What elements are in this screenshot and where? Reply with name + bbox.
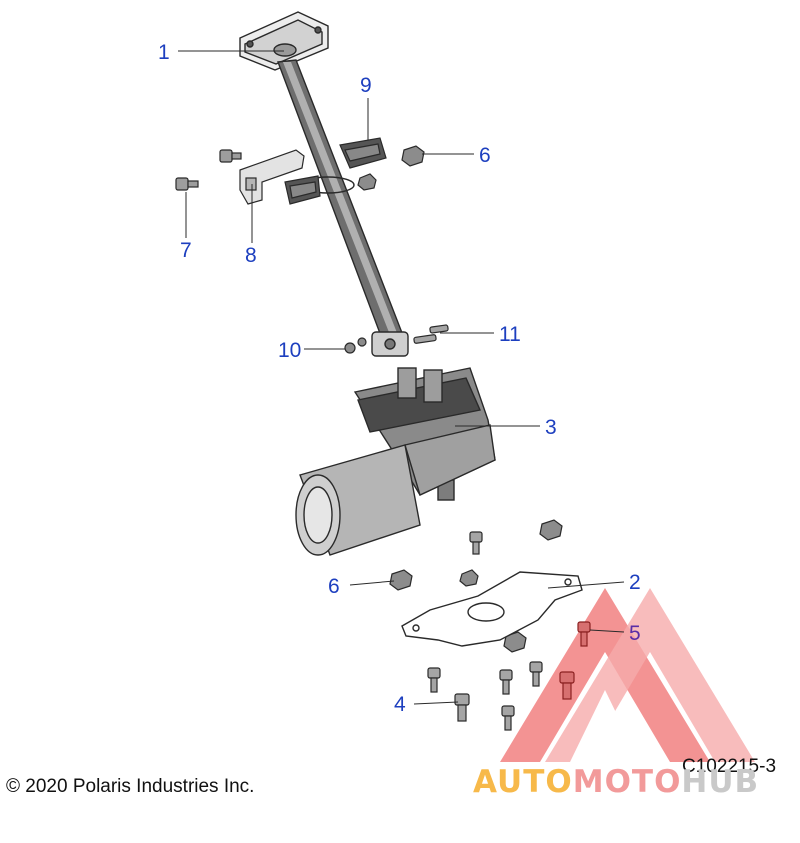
top-mount-plate [239, 11, 329, 71]
callout-10: 10 [278, 339, 301, 362]
bushing-9 [284, 137, 387, 205]
bolts-5 [559, 621, 591, 700]
callout-4: 4 [394, 693, 406, 716]
callout-6-lower: 6 [328, 575, 340, 598]
watermark-text: AUTOMOTOHUB [473, 764, 759, 800]
steering-column [277, 59, 409, 357]
bolts-4 [427, 531, 543, 731]
bolt-11 [413, 324, 449, 344]
bolt-upper [219, 149, 242, 163]
callout-labels: 1 9 6 7 8 10 11 3 6 2 5 4 [158, 41, 641, 716]
gasket-plate-2 [401, 571, 583, 647]
figure-code: C102215-3 [682, 756, 777, 777]
callout-11: 11 [499, 323, 521, 346]
callout-2: 2 [629, 571, 641, 594]
callout-1: 1 [158, 41, 170, 64]
watermark-part-auto: AUTO [473, 764, 573, 800]
callout-7: 7 [180, 239, 192, 262]
callout-9: 9 [360, 74, 372, 97]
watermark-part-hub: HUB [681, 764, 760, 800]
bracket-8 [239, 149, 305, 205]
nut-6-upper [357, 145, 425, 191]
callout-3: 3 [545, 416, 557, 439]
nut-lower [389, 519, 563, 653]
watermark-part-moto: MOTO [572, 764, 682, 800]
callout-8: 8 [245, 244, 257, 267]
eps-unit [295, 367, 496, 556]
callout-6-upper: 6 [479, 144, 491, 167]
copyright-notice: © 2020 Polaris Industries Inc. [6, 776, 255, 797]
bolt-7 [175, 177, 199, 191]
leader-lines [178, 50, 625, 705]
callout-5: 5 [629, 622, 641, 645]
watermark-logo [500, 588, 755, 762]
nut-10 [344, 337, 367, 354]
